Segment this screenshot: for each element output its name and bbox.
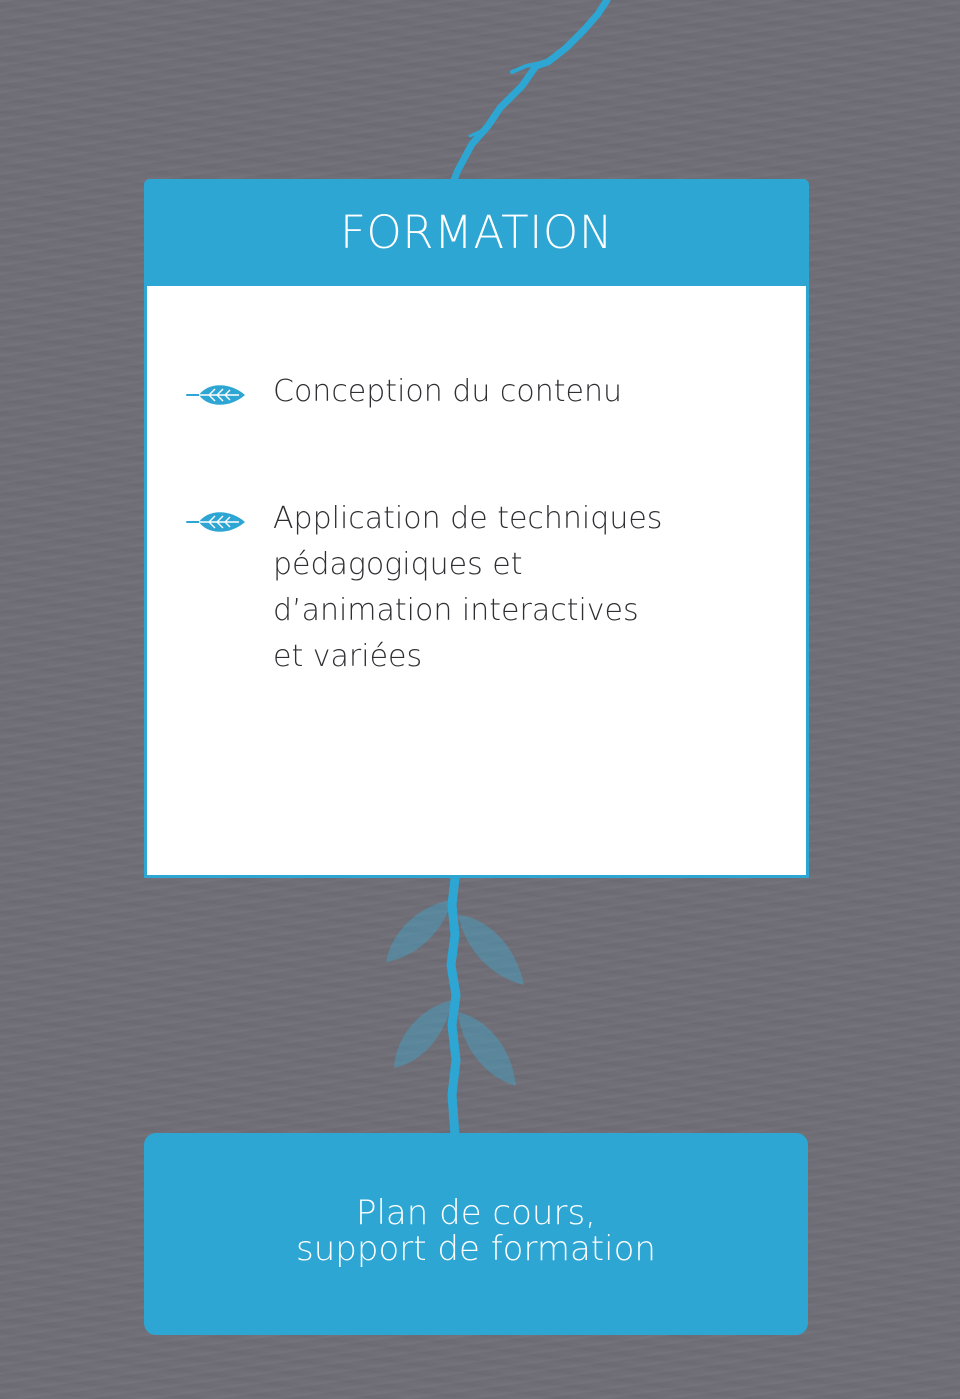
leaf-icon (186, 512, 245, 532)
output-text: Plan de cours, support de formation (296, 1193, 656, 1269)
vine-top-twig (510, 60, 548, 74)
vine-top-twig-2 (468, 126, 490, 138)
item-text: Application de techniques pédagogiques e… (273, 501, 663, 674)
list-item: Conception du contenu (185, 374, 622, 415)
faded-leaf-3 (394, 1000, 452, 1068)
faded-leaf-2 (458, 915, 524, 985)
output-box: Plan de cours, support de formation (144, 1133, 808, 1335)
list-item: Application de techniques pédagogiques e… (185, 501, 662, 680)
faded-leaf-1 (386, 900, 452, 962)
faded-leaf-4 (458, 1012, 516, 1086)
formation-card: FORMATION Conception du contenu Applicat… (144, 179, 809, 878)
item-text: Conception du contenu (273, 374, 623, 409)
leaf-icon (186, 385, 245, 405)
card-header: FORMATION (144, 179, 809, 286)
vine-lower-stem (446, 873, 461, 1140)
vine-top-branch (450, 0, 611, 184)
card-title: FORMATION (339, 206, 614, 259)
